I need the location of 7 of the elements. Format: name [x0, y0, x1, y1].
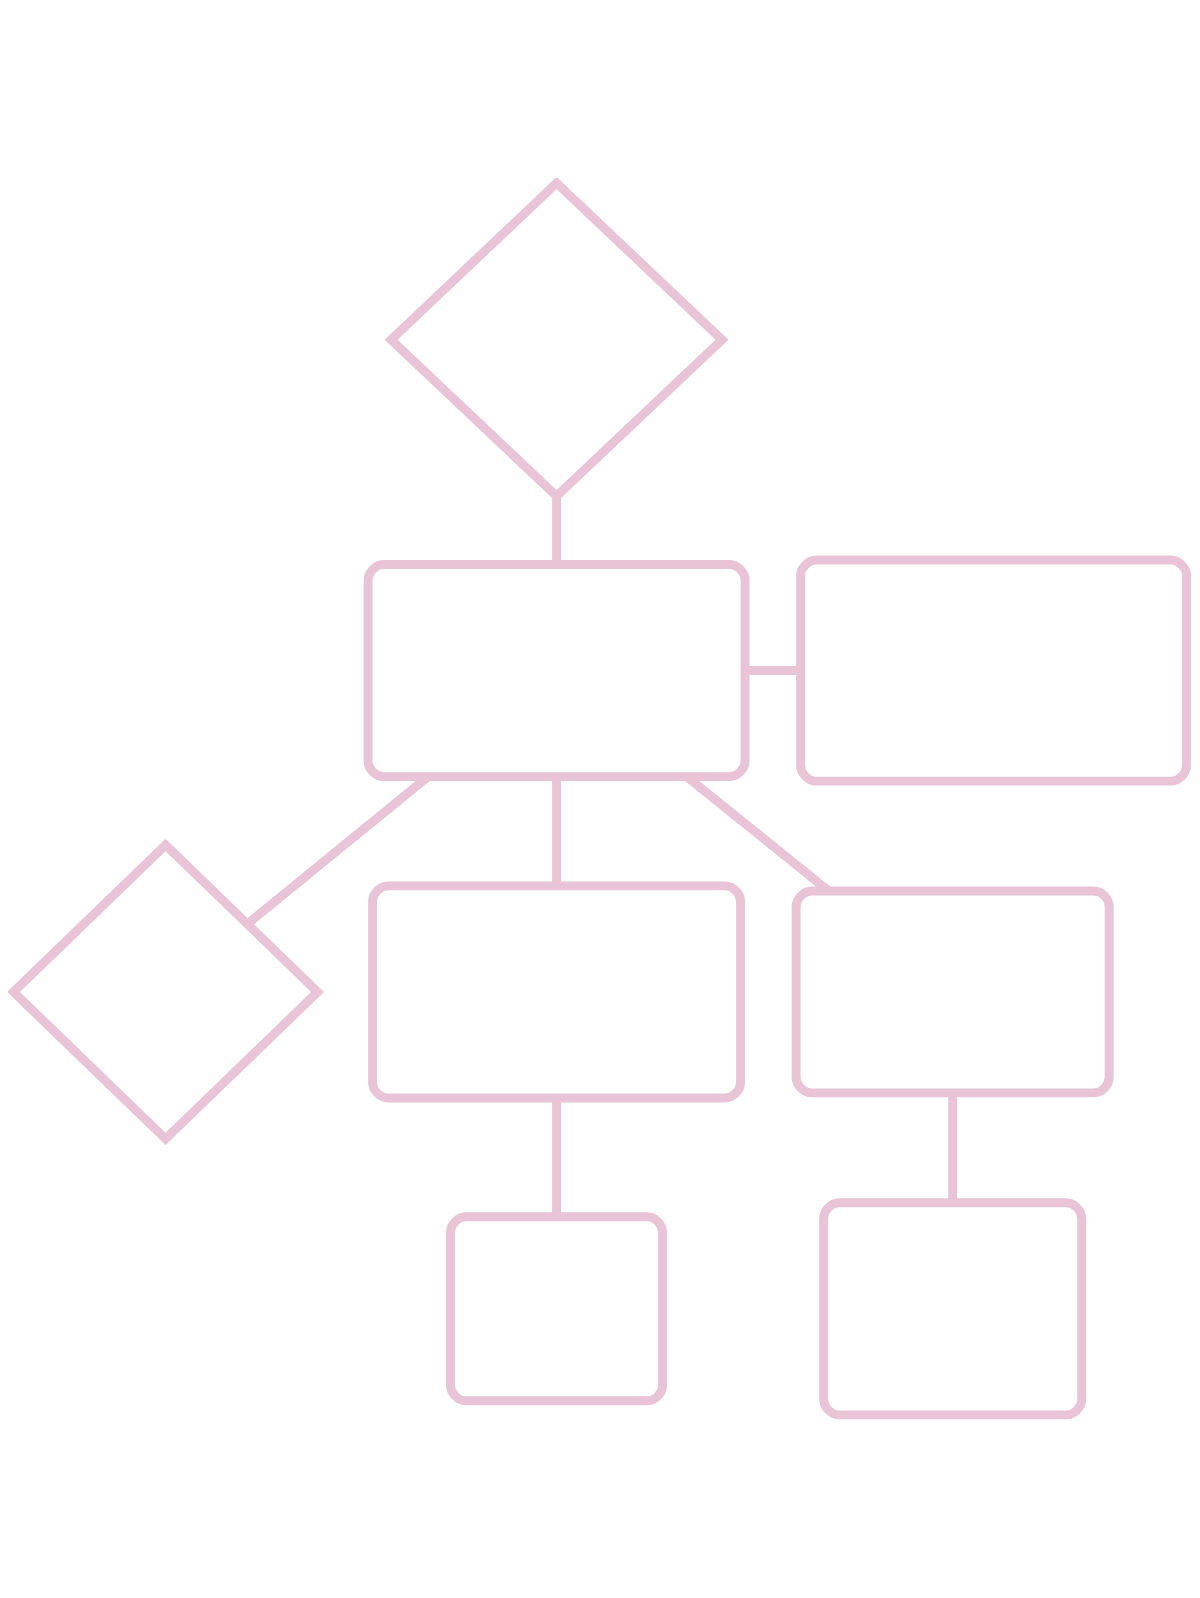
node-box: [368, 881, 746, 1103]
node-box: [819, 1198, 1087, 1420]
node-box: [791, 886, 1114, 1098]
node-box: [796, 555, 1191, 786]
node-box: [446, 1212, 668, 1406]
node-diamond: [8, 838, 325, 1146]
node-box: [363, 560, 750, 782]
